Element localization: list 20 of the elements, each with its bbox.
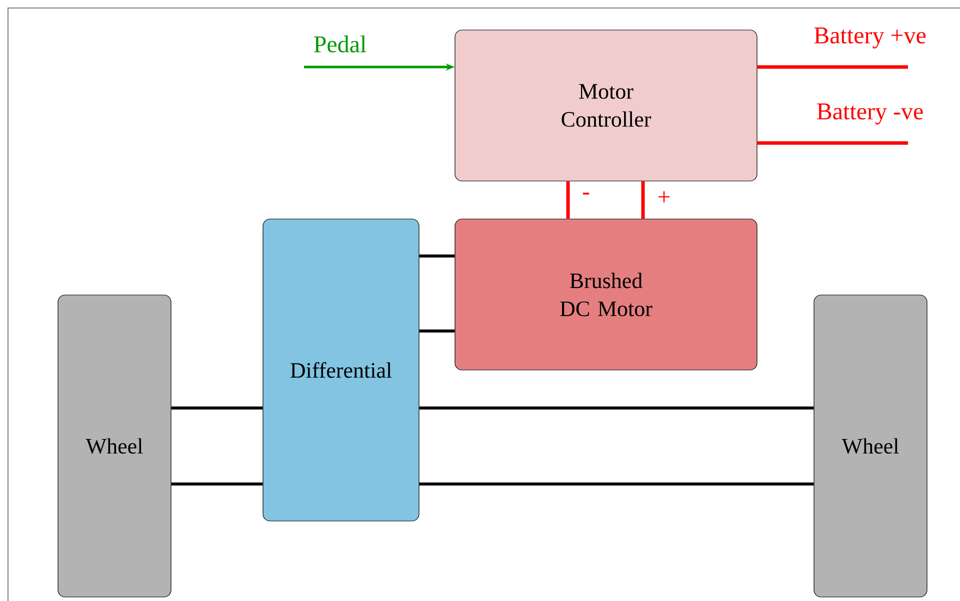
connector-line bbox=[641, 181, 645, 219]
wheel-box: Wheel bbox=[58, 294, 172, 598]
edge-label: Pedal bbox=[314, 36, 366, 52]
connector-line bbox=[757, 141, 908, 145]
connector-line bbox=[566, 181, 570, 219]
wheel-box: Wheel bbox=[814, 294, 928, 598]
edge-label: Battery -ve bbox=[817, 104, 923, 124]
edge-label: - bbox=[582, 192, 590, 195]
connector-line bbox=[757, 65, 908, 69]
connector-line bbox=[419, 406, 814, 410]
motor-box: Brushed DC Motor bbox=[454, 218, 758, 370]
edge-label: + bbox=[658, 191, 670, 202]
edge-label: Battery +ve bbox=[814, 28, 926, 48]
connector-line bbox=[171, 482, 263, 486]
differential-box: Differential bbox=[262, 218, 420, 522]
controller-box: Motor Controller bbox=[454, 30, 758, 182]
connector-line bbox=[171, 406, 263, 410]
connector-line bbox=[419, 482, 814, 486]
connector-line bbox=[419, 330, 455, 332]
connector-line bbox=[419, 254, 455, 258]
